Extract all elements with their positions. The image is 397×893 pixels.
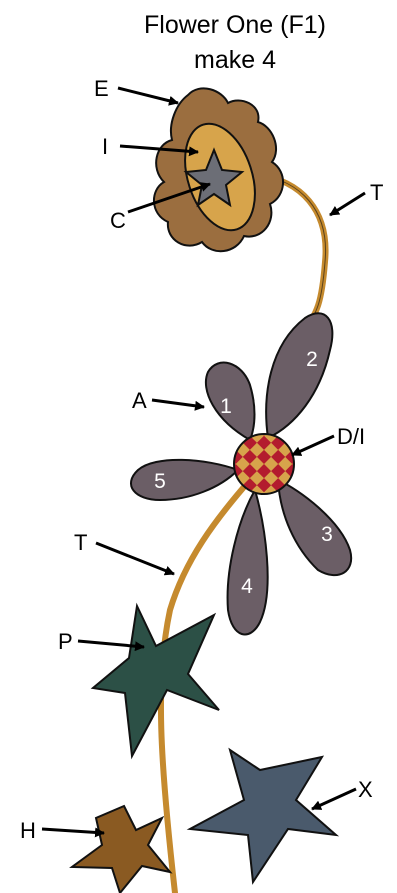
callout-label-p: P: [58, 629, 73, 654]
arrow-d-i: [292, 436, 334, 455]
petal-flower: 1 2 3 4 5: [131, 313, 351, 634]
petal-5: [131, 460, 238, 500]
brown-star-h: [72, 806, 170, 893]
callout-label-a: A: [132, 388, 147, 413]
petal-2: [266, 313, 332, 438]
petal-3: [278, 480, 351, 575]
callout-label-c: C: [110, 208, 126, 233]
arrow-t-left: [96, 543, 174, 574]
arrow-x: [312, 789, 356, 809]
arrow-e: [118, 88, 178, 103]
arrow-h: [42, 829, 104, 833]
callout-label-e: E: [94, 76, 109, 101]
petal-number-2: 2: [306, 348, 318, 371]
green-star-p: [93, 606, 219, 756]
callout-label-i: I: [102, 134, 108, 159]
title-line-1: Flower One (F1): [144, 11, 326, 39]
callout-label-x: X: [358, 777, 373, 802]
petal-number-3: 3: [321, 523, 333, 546]
callout-label-h: H: [20, 818, 36, 843]
top-flower: [154, 88, 283, 251]
callout-label-t-left: T: [74, 530, 87, 555]
petal-number-5: 5: [154, 470, 166, 493]
arrow-t-top: [330, 193, 365, 215]
petal-number-1: 1: [220, 395, 232, 418]
callout-label-d-i: D/I: [337, 424, 365, 449]
arrow-a: [152, 400, 204, 407]
blue-star-x: [190, 750, 336, 882]
petal-number-4: 4: [241, 575, 253, 598]
petal-4: [228, 490, 268, 635]
title-line-2: make 4: [194, 46, 276, 74]
callout-label-t-top: T: [370, 180, 383, 205]
